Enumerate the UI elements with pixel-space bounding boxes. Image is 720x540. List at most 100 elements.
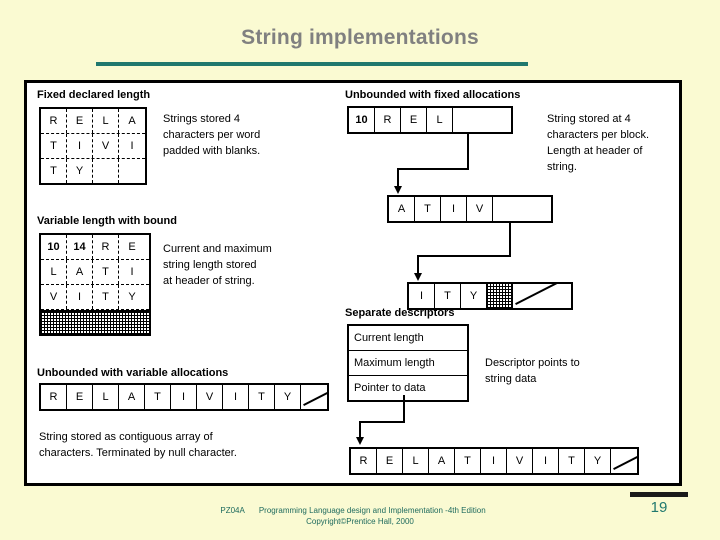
table-row: T I V I [41, 134, 145, 159]
table-row: R E L A T I V I T Y [41, 385, 327, 409]
grid-cell: T [93, 285, 119, 309]
section-separate-descriptors: Separate descriptors Current length Maxi… [345, 307, 639, 475]
block-char-cell: E [401, 108, 427, 132]
pointer-line-horizontal [397, 168, 469, 170]
section-heading: Variable length with bound [37, 215, 177, 227]
pointer-line-vertical [509, 221, 511, 257]
note-line: String stored at 4 [547, 113, 631, 125]
fixed-alloc-block-1: 10 R E L [347, 106, 513, 134]
pointer-arrowhead-icon [414, 273, 422, 281]
array-cell: T [559, 449, 585, 473]
section-fixed-declared-length: Fixed declared length R E L A T I [37, 89, 260, 185]
section-heading: Unbounded with variable allocations [37, 367, 229, 379]
pointer-line-drop [417, 255, 419, 275]
table-row: 10 R E L [349, 108, 511, 132]
block-char-cell: T [435, 284, 461, 308]
grid-cell: A [67, 260, 93, 284]
grid-cell: A [119, 109, 145, 133]
array-cell: T [455, 449, 481, 473]
null-terminator-icon [301, 385, 327, 409]
section-heading: Unbounded with fixed allocations [345, 89, 521, 101]
left-column: Fixed declared length R E L A T I [37, 89, 347, 481]
array-cell: I [171, 385, 197, 409]
page-title: String implementations [241, 26, 479, 49]
block-char-cell: I [441, 197, 467, 221]
descriptor-field-maximum-length: Maximum length [349, 351, 465, 375]
descriptor-table: Current length Maximum length Pointer to… [347, 324, 469, 402]
unbounded-variable-array: R E L A T I V I T Y [39, 383, 329, 411]
array-cell: E [377, 449, 403, 473]
array-cell: L [403, 449, 429, 473]
grid-cell: Y [67, 159, 93, 183]
array-cell: E [67, 385, 93, 409]
grid-cell: T [93, 260, 119, 284]
note-line: string data [485, 373, 537, 385]
array-cell: L [93, 385, 119, 409]
table-row: I T Y [409, 284, 571, 308]
grid-cell: V [41, 285, 67, 309]
block-pointer-cell [453, 108, 511, 132]
note-line: Descriptor points to [485, 357, 580, 369]
fixed-declared-grid: R E L A T I V I [39, 107, 147, 185]
note-line: characters per block. [547, 129, 650, 141]
table-row: R E L A T I V I T Y [351, 449, 637, 473]
descriptor-field-current-length: Current length [349, 326, 465, 350]
array-cell: I [533, 449, 559, 473]
note-line: Length at header of [547, 145, 643, 157]
pointer-line-drop [397, 168, 399, 188]
grid-cell: T [41, 159, 67, 183]
array-cell: A [429, 449, 455, 473]
note-line: Current and maximum [163, 243, 272, 255]
table-row: V I T Y [41, 285, 149, 310]
block-char-cell: T [415, 197, 441, 221]
section-unbounded-variable-allocations: Unbounded with variable allocations R E … [37, 367, 329, 459]
array-cell: R [351, 449, 377, 473]
table-row: A T I V [389, 197, 551, 221]
variable-bound-grid: 10 14 R E L A T I [39, 233, 151, 336]
descriptor-pointer-line-vertical [403, 395, 405, 423]
note-line: at header of string. [163, 275, 255, 287]
unused-space-row [41, 310, 149, 334]
block-char-cell: L [427, 108, 453, 132]
note-line: string length stored [163, 259, 257, 271]
section-heading: Separate descriptors [345, 307, 455, 319]
grid-cell: E [67, 109, 93, 133]
grid-cell [93, 159, 119, 183]
grid-cell: Y [119, 285, 145, 309]
separate-descriptors-note: Descriptor points to string data [485, 355, 580, 387]
grid-cell: V [93, 134, 119, 158]
footer-code: PZ04A [220, 506, 245, 515]
descriptor-arrowhead-icon [356, 437, 364, 445]
array-cell: R [41, 385, 67, 409]
grid-cell-max-length: 14 [67, 235, 93, 259]
fixed-alloc-block-2: A T I V [387, 195, 553, 223]
grid-cell: I [119, 260, 145, 284]
table-row: Current length [349, 326, 467, 351]
note-line: padded with blanks. [163, 145, 261, 157]
fixed-alloc-block-3: I T Y [407, 282, 573, 310]
note-line: characters per word [163, 129, 261, 141]
grid-cell: L [93, 109, 119, 133]
content-panel: Fixed declared length R E L A T I [24, 80, 682, 486]
null-pointer-icon [513, 284, 571, 308]
array-cell: I [481, 449, 507, 473]
null-terminator-icon [611, 449, 637, 473]
array-cell: V [197, 385, 223, 409]
grid-cell: T [41, 134, 67, 158]
note-line: characters. Terminated by null character… [39, 447, 237, 459]
descriptor-field-pointer-to-data: Pointer to data [349, 376, 465, 400]
diagram-area: Fixed declared length R E L A T I [27, 83, 679, 483]
fixed-declared-note: Strings stored 4 characters per word pad… [163, 111, 260, 159]
grid-cell: E [119, 235, 145, 259]
table-row: T Y [41, 159, 145, 183]
grid-cell: R [93, 235, 119, 259]
table-row: R E L A [41, 109, 145, 134]
pointer-line-horizontal [417, 255, 511, 257]
pointer-arrowhead-icon [394, 186, 402, 194]
descriptor-pointer-line-horizontal [359, 421, 405, 423]
grid-cell: I [67, 134, 93, 158]
title-divider [96, 62, 528, 66]
